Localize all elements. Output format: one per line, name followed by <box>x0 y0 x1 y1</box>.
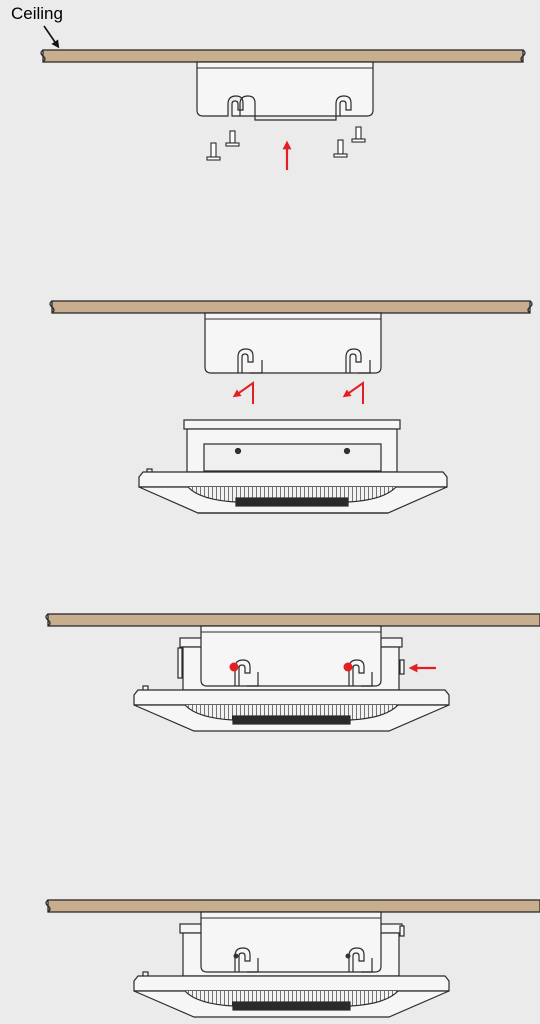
mounting-bracket <box>204 312 382 374</box>
ceiling-slab <box>45 899 540 913</box>
mounting-bracket <box>200 625 382 687</box>
screw-icon <box>206 126 366 161</box>
mounting-bracket <box>196 61 374 121</box>
cassette-lower <box>133 685 450 732</box>
step-4-installed <box>45 899 540 1018</box>
step-2-lift-unit <box>49 300 533 514</box>
hook-arrow-icon <box>232 381 364 404</box>
ceiling-slab <box>40 49 526 63</box>
cassette-lower <box>133 971 450 1018</box>
step-3-hang-and-slide <box>45 613 540 732</box>
ceiling-leader-arrow <box>43 25 60 49</box>
mounting-bracket <box>200 911 382 973</box>
ceiling-slab <box>49 300 533 314</box>
ceiling-slab <box>45 613 540 627</box>
hook-point-icon <box>229 662 353 672</box>
ceiling-label: Ceiling <box>11 4 63 23</box>
cassette-unit <box>138 419 448 514</box>
step-1-bracket-and-screws <box>40 49 526 170</box>
